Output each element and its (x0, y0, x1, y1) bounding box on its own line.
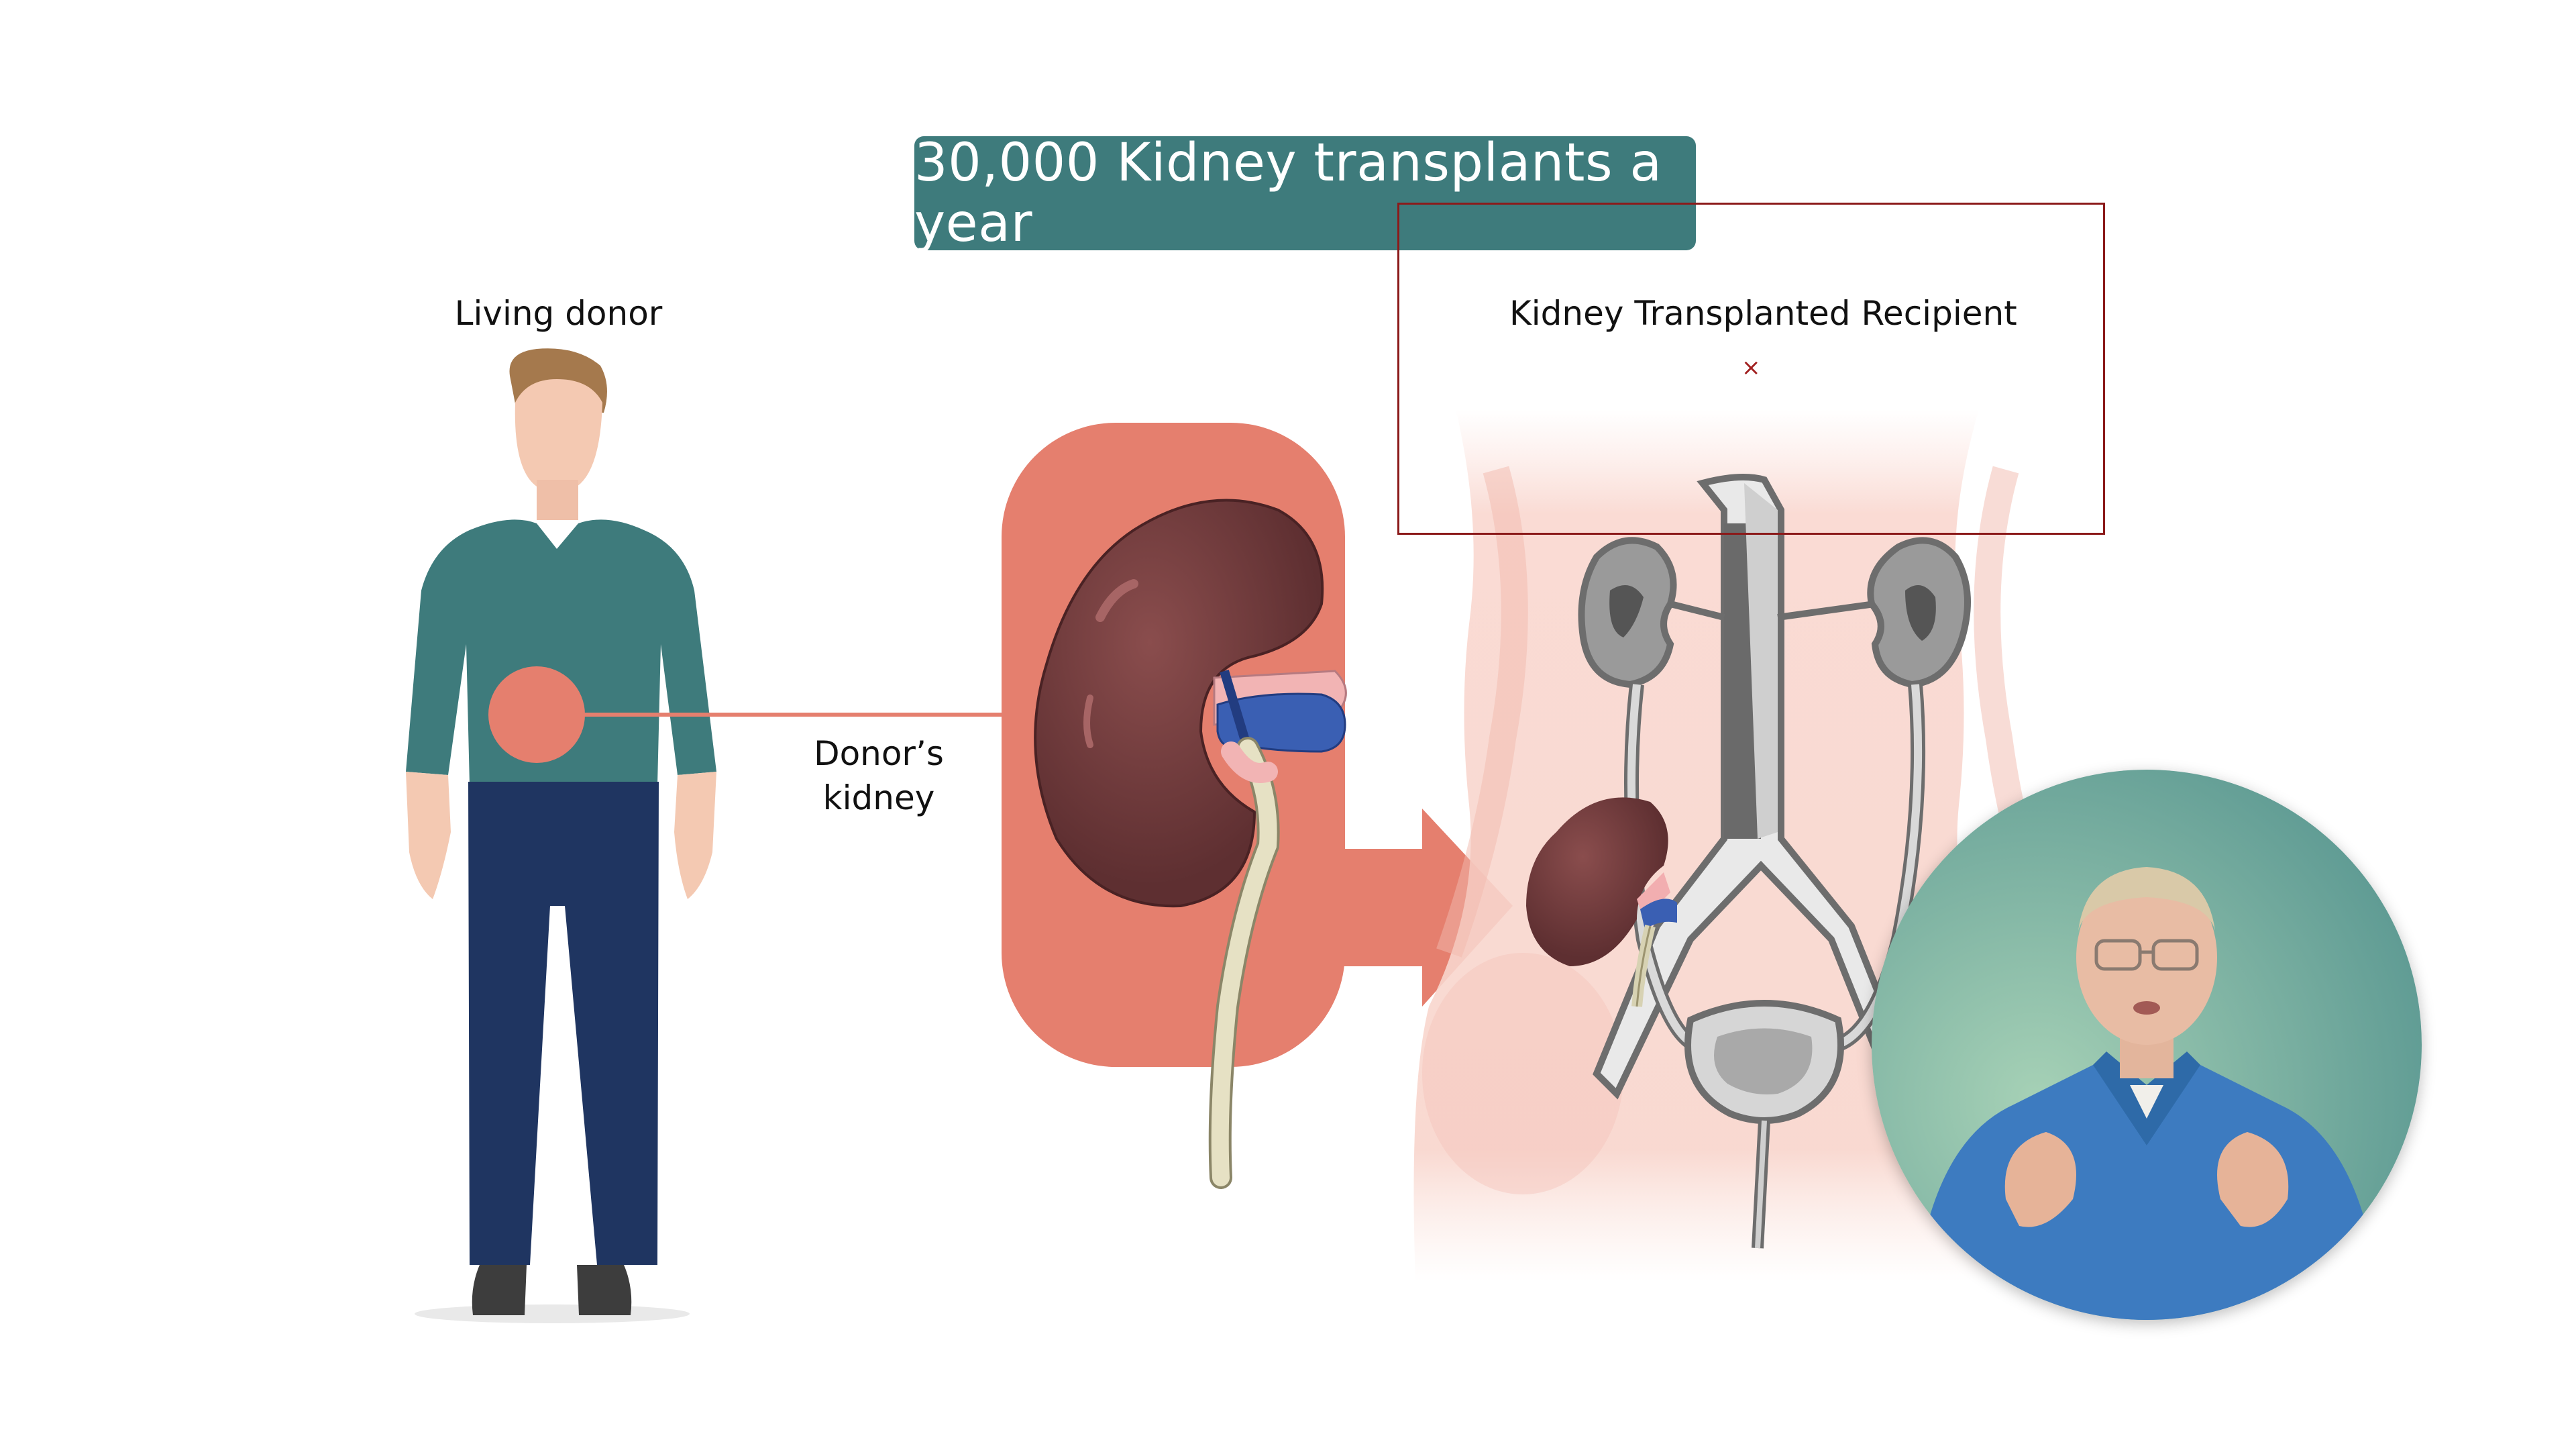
presenter-video (1872, 770, 2422, 1320)
recipient-label: Kidney Transplanted Recipient (1509, 294, 2017, 333)
title-text: 30,000 Kidney transplants a year (914, 133, 1662, 254)
selection-close-icon[interactable]: × (1741, 354, 1761, 381)
presenter-image (1872, 770, 2422, 1320)
donor-figure (406, 348, 716, 1323)
recipient-anatomy (1578, 474, 1971, 1249)
living-donor-label: Living donor (454, 294, 663, 333)
donor-kidney-label: Donor’s kidney (802, 731, 956, 820)
donor-kidney-label-line2: kidney (822, 778, 935, 817)
donor-kidney-label-line1: Donor’s (814, 734, 944, 773)
transplanted-kidney (1526, 797, 1677, 1007)
selection-box[interactable] (1397, 203, 2105, 535)
donor-kidney-large (1034, 499, 1347, 1189)
title-banner: 30,000 Kidney transplants a year (914, 133, 1696, 254)
